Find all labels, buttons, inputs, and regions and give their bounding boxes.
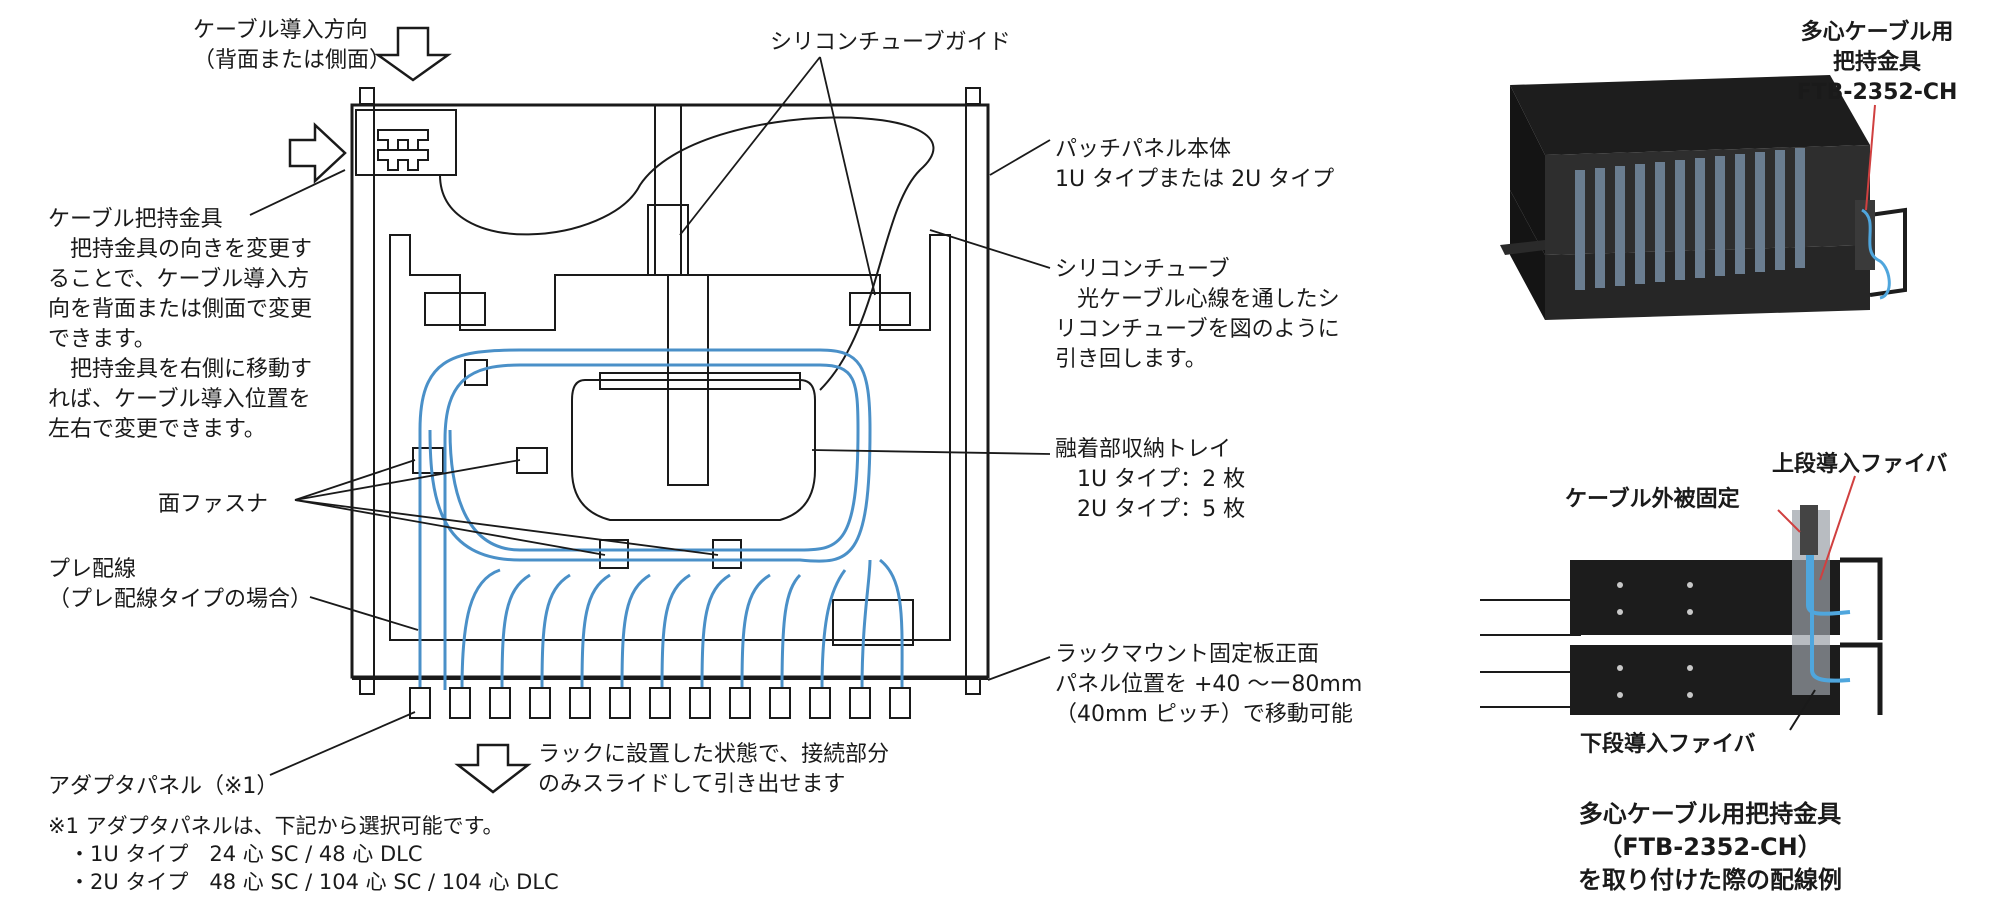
patch-panel-body-label: パッチパネル本体 1U タイプまたは 2U タイプ	[1055, 137, 1335, 192]
rack-unit-3d	[1500, 75, 1907, 320]
adapter-row	[409, 687, 911, 719]
fastener-label: 面ファスナ	[158, 492, 269, 517]
cable-direction-label: ケーブル導入方向 （背面または側面）	[193, 18, 392, 73]
footnote-text: ※1 アダプタパネルは、下記から選択可能です。 ・1U タイプ 24 心 SC …	[48, 814, 559, 894]
patch-panel-drawing	[350, 87, 990, 695]
upper-fiber-label: 上段導入ファイバ	[1772, 452, 1948, 477]
holder-model-label: 多心ケーブル用 把持金具 FTB-2352-CH	[1796, 20, 1958, 105]
lower-fiber-label: 下段導入ファイバ	[1580, 732, 1756, 757]
slide-note-label: ラックに設置した状態で、接続部分 のみスライドして引き出せます	[538, 742, 890, 797]
silicon-tube-label: シリコンチューブ 光ケーブル心線を通したシ リコンチューブを図のように 引き回し…	[1055, 257, 1340, 372]
cable-holder-label: ケーブル把持金具 把持金具の向きを変更す ることで、ケーブル導入方 向を背面また…	[48, 207, 313, 442]
adapter-panel-label: アダプタパネル（※1）	[48, 774, 279, 799]
side-view-drawing	[1480, 475, 1883, 731]
cable-sheath-fix-label: ケーブル外被固定	[1565, 487, 1740, 512]
pre-wiring-label: プレ配線 （プレ配線タイプの場合）	[48, 557, 313, 612]
wiring-example-caption: 多心ケーブル用把持金具 （FTB-2352-CH） を取り付けた際の配線例	[1578, 800, 1842, 894]
fusion-tray-label: 融着部収納トレイ 1U タイプ：2 枚 2U タイプ：5 枚	[1055, 437, 1246, 522]
rack-mount-label: ラックマウント固定板正面 パネル位置を +40 ～ー80mm （40mm ピッチ…	[1055, 642, 1363, 727]
direction-arrows	[288, 26, 532, 794]
silicon-tube-guide-label: シリコンチューブガイド	[770, 30, 1011, 55]
leader-lines	[249, 56, 1051, 776]
silicon-tube-routing	[418, 348, 904, 691]
